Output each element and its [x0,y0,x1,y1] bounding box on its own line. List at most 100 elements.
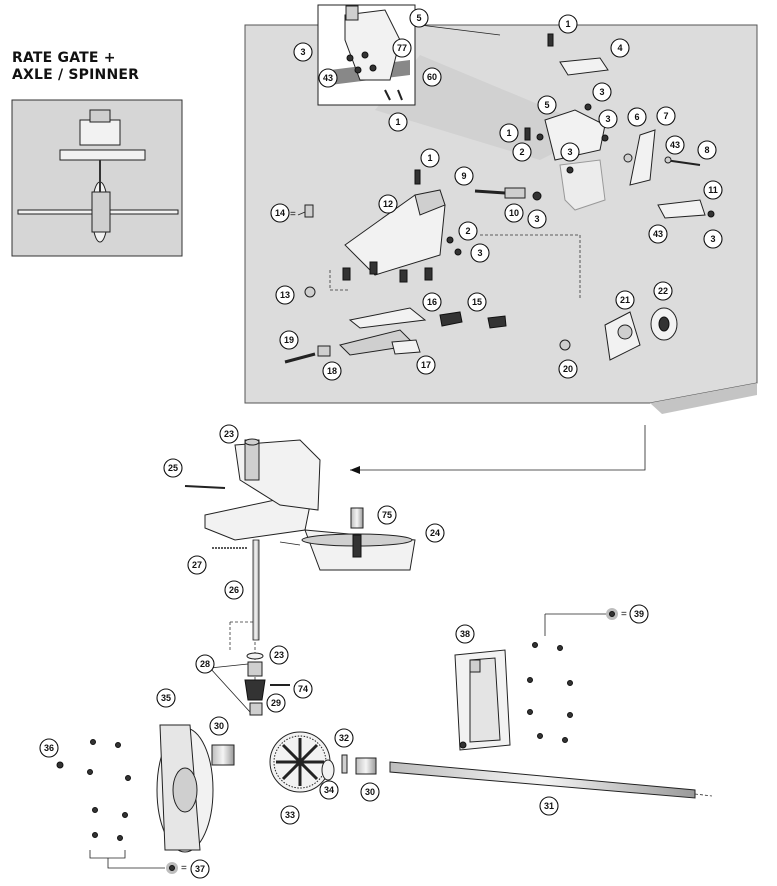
callout-circle [360,782,380,802]
leader-lines [89,24,646,869]
callout-circle [422,292,442,312]
callout-part-5: 5 [537,95,557,115]
callout-part-36: 36 [39,738,59,758]
callout-part-37: 37 [190,859,210,879]
callout-circle [598,109,618,129]
callout-part-9: 9 [454,166,474,186]
callout-circle [627,107,647,127]
callout-circle [190,859,210,879]
thumbnail-overview [11,99,183,257]
callout-circle [163,458,183,478]
callout-circle [195,654,215,674]
callout-part-30: 30 [209,716,229,736]
callout-part-23: 23 [219,424,239,444]
callout-label: 38 [460,629,470,639]
callout-label: 2 [465,226,470,236]
callout-circle [648,224,668,244]
diagram-title: RATE GATE + AXLE / SPINNER [12,50,192,84]
callout-part-28: 28 [195,654,215,674]
callout-part-3: 3 [592,82,612,102]
callout-circle [558,14,578,34]
callout-part-43: 43 [318,68,338,88]
callout-part-2: 2 [512,142,532,162]
callout-label: 8 [704,145,709,155]
callout-part-35: 35 [156,688,176,708]
callout-label: 1 [395,117,400,127]
callout-label: 20 [563,364,573,374]
callout-circle [703,229,723,249]
callout-part-3: 3 [598,109,618,129]
callout-label: 3 [477,248,482,258]
callout-label: 28 [200,659,210,669]
callout-circle [266,693,286,713]
callout-label: 36 [44,743,54,753]
callout-part-39: 39 [629,604,649,624]
callout-part-11: 11 [703,180,723,200]
callout-circle [527,209,547,229]
callout-label: 43 [653,229,663,239]
callout-part-4: 4 [610,38,630,58]
callout-label: 14 [275,208,285,218]
callout-label: 16 [427,297,437,307]
callout-part-5: 5 [409,8,429,28]
callout-label: 7 [663,111,668,121]
callout-part-38: 38 [455,624,475,644]
callout-label: 37 [195,864,205,874]
callout-label: 30 [365,787,375,797]
callout-label: 35 [161,693,171,703]
callout-label: 19 [284,335,294,345]
callout-circle [458,221,478,241]
callout-part-1: 1 [420,148,440,168]
callout-part-3: 3 [470,243,490,263]
callout-label: 25 [168,463,178,473]
callout-label: 5 [544,100,549,110]
callout-label: 75 [382,510,392,520]
callout-circle [322,361,342,381]
callout-circle [187,555,207,575]
callout-label: 5 [416,13,421,23]
callout-circle [416,355,436,375]
callout-part-33: 33 [280,805,300,825]
callout-circle [422,67,442,87]
callout-circle [219,424,239,444]
callout-part-34: 34 [319,780,339,800]
callout-circle [270,203,290,223]
callout-part-25: 25 [163,458,183,478]
equals-sign-39: = [621,609,627,620]
callout-circle [293,679,313,699]
title-line-2: AXLE / SPINNER [12,67,140,83]
callout-circle [703,180,723,200]
callout-circle [319,780,339,800]
callout-circle [504,203,524,223]
callout-label: 22 [658,286,668,296]
callout-part-77: 77 [392,38,412,58]
callout-circle [454,166,474,186]
callout-circle [224,580,244,600]
callout-circle [425,523,445,543]
callout-circle [209,716,229,736]
callout-part-74: 74 [293,679,313,699]
callout-circle [392,38,412,58]
callout-part-18: 18 [322,361,342,381]
callout-part-14: 14 [270,203,290,223]
callout-circle [512,142,532,162]
callout-part-20: 20 [558,359,578,379]
callout-circle [388,112,408,132]
callout-circle [409,8,429,28]
callout-circle [467,292,487,312]
callout-label: 2 [519,147,524,157]
callout-circle [455,624,475,644]
callout-label: 1 [506,128,511,138]
callout-label: 13 [280,290,290,300]
callout-part-10: 10 [504,203,524,223]
callout-circle [334,728,354,748]
callout-label: 23 [274,650,284,660]
callout-label: 10 [509,208,519,218]
callout-label: 23 [224,429,234,439]
callout-part-31: 31 [539,796,559,816]
callout-label: 77 [397,43,407,53]
callout-label: 43 [323,73,333,83]
callout-part-43: 43 [665,135,685,155]
